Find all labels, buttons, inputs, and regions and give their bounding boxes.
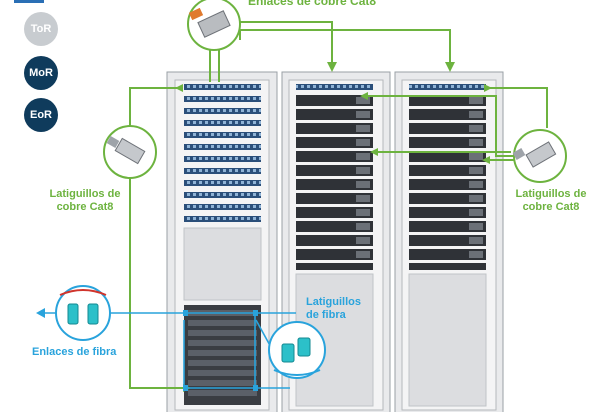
- top-link-fragment: [14, 0, 44, 3]
- copper-links-title: Enlaces de cobre Cat8: [248, 0, 377, 8]
- left-copper-connector-callout: [103, 125, 157, 179]
- rack-middle-servers: [296, 95, 373, 270]
- copper-cabling: [129, 21, 548, 389]
- top-copper-connector-callout: [187, 0, 241, 51]
- right-copper-connector-callout: [512, 129, 567, 183]
- mor-badge: MoR: [24, 56, 58, 90]
- rack-right-servers: [409, 95, 486, 270]
- left-copper-label: Latiguillos de cobre Cat8: [49, 188, 121, 213]
- rack-left: [166, 71, 278, 412]
- left-fiber-connector-callout: [55, 285, 111, 341]
- rack-left-patch-panels: [184, 84, 261, 222]
- fiber-patch-label: Latiguillos de fibra: [306, 296, 361, 321]
- right-copper-label: Latiguillos de cobre Cat8: [515, 188, 587, 213]
- rack-right: [394, 71, 504, 412]
- fiber-arrowheads: [36, 308, 258, 391]
- tor-badge: ToR: [24, 12, 58, 46]
- eor-badge: EoR: [24, 98, 58, 132]
- rack-left-switch: [184, 305, 261, 405]
- fiber-links-label: Enlaces de fibra: [32, 346, 117, 358]
- right-fiber-connector-callout: [268, 321, 326, 379]
